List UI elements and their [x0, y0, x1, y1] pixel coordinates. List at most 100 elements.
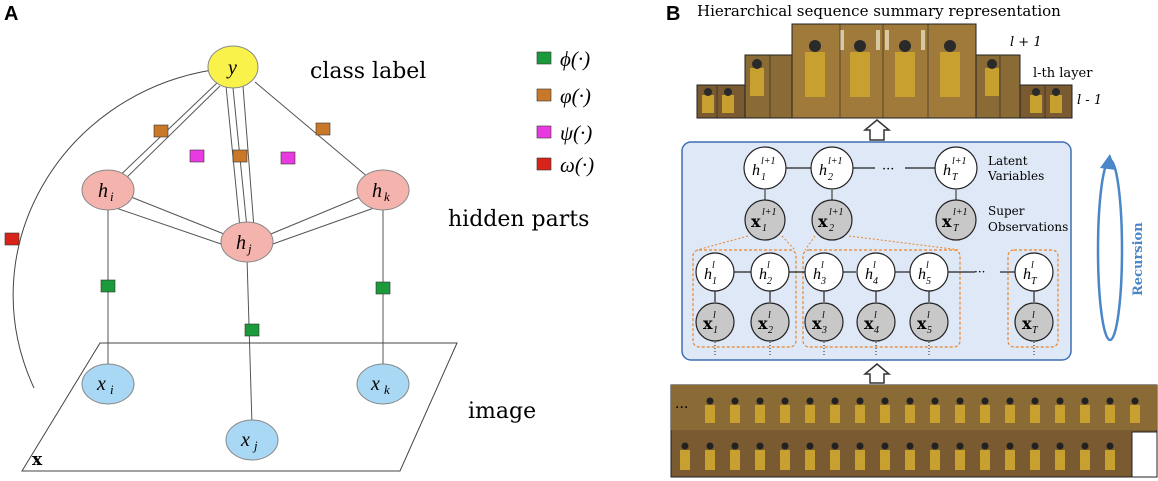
svg-text:x: x	[758, 314, 768, 333]
svg-text:T: T	[952, 172, 959, 183]
factor-varphi-right	[315, 122, 331, 136]
omega-arc	[12, 69, 213, 389]
factor-varphi-center	[232, 149, 248, 163]
svg-text:h: h	[813, 266, 821, 283]
svg-text:k: k	[384, 189, 390, 204]
legend-omega-label: ω(·)	[560, 153, 594, 177]
class-label-text: class label	[310, 59, 426, 84]
node-hi: h i	[81, 169, 135, 211]
svg-text:l: l	[927, 310, 930, 321]
svg-text:x: x	[751, 212, 761, 231]
svg-text:h: h	[865, 266, 873, 283]
svg-text:x: x	[96, 373, 106, 395]
svg-text:1: 1	[712, 276, 717, 287]
top-layer: ··· h 1 l+1 h 2 l+1 h T l+1 x 1 l+1 x 2 …	[743, 146, 978, 241]
svg-text:x: x	[240, 429, 250, 451]
legend-omega-swatch	[536, 157, 552, 171]
svg-text:1: 1	[762, 223, 767, 234]
svg-text:l+1: l+1	[952, 156, 967, 167]
panel-b-title: Hierarchical sequence summary representa…	[697, 2, 1061, 20]
svg-text:1: 1	[713, 325, 718, 336]
svg-text:T: T	[953, 223, 960, 234]
factor-psi-right	[280, 151, 296, 165]
panel-a-letter: A	[4, 3, 18, 25]
svg-text:l: l	[767, 260, 770, 271]
svg-text:x: x	[917, 314, 927, 333]
recursion-arrow: Recursion	[1096, 154, 1146, 342]
node-hj: h j	[220, 221, 274, 263]
svg-text:h: h	[704, 266, 712, 283]
svg-text:x: x	[1022, 314, 1032, 333]
recursion-label: Recursion	[1131, 222, 1146, 296]
svg-text:h: h	[918, 266, 926, 283]
up-arrow-top	[862, 119, 892, 141]
svg-text:i: i	[110, 382, 114, 397]
svg-text:l+1: l+1	[828, 156, 843, 167]
super-label-1: Super	[988, 204, 1025, 218]
factor-varphi-left	[153, 124, 169, 138]
svg-text:3: 3	[820, 276, 826, 287]
node-y: y	[207, 45, 259, 89]
legend-psi-swatch	[536, 125, 552, 139]
top-h1	[743, 146, 787, 190]
factor-omega	[4, 232, 20, 246]
svg-text:i: i	[110, 189, 114, 204]
svg-text:j: j	[246, 241, 252, 256]
svg-text:2: 2	[767, 276, 772, 287]
svg-text:4: 4	[873, 276, 878, 287]
layer-down-label: l - 1	[1077, 93, 1102, 108]
top-x1	[744, 199, 786, 241]
summary-pyramid	[696, 23, 1073, 119]
svg-text:l: l	[1032, 310, 1035, 321]
input-frames: ···	[670, 384, 1158, 478]
svg-text:h: h	[1023, 266, 1031, 283]
svg-text:j: j	[252, 438, 258, 453]
svg-text:2: 2	[829, 223, 834, 234]
svg-text:x: x	[942, 212, 952, 231]
factor-phi-left	[100, 279, 116, 293]
legend-varphi-label: φ(·)	[560, 84, 591, 108]
legend-psi-label: ψ(·)	[560, 121, 592, 145]
legend-phi-swatch	[536, 51, 552, 65]
up-arrow-bottom	[862, 363, 892, 384]
factor-squares	[4, 122, 391, 337]
factor-phi-center	[244, 323, 260, 337]
image-text: image	[468, 399, 536, 424]
svg-text:l+1: l+1	[762, 207, 777, 218]
svg-text:l: l	[768, 310, 771, 321]
super-label-2: Observations	[988, 220, 1068, 234]
svg-text:···: ···	[675, 400, 688, 416]
layer-up-label: l + 1	[1010, 35, 1042, 50]
svg-text:h: h	[759, 266, 767, 283]
svg-text:h: h	[943, 162, 951, 179]
top-xT	[935, 199, 977, 241]
latent-label-2: Variables	[987, 169, 1044, 183]
svg-text:h: h	[236, 232, 246, 254]
node-xk: x k	[356, 363, 410, 405]
svg-text:1: 1	[761, 172, 766, 183]
legend-varphi-swatch	[536, 88, 552, 102]
svg-text:2: 2	[768, 325, 773, 336]
svg-text:l: l	[874, 310, 877, 321]
svg-text:3: 3	[821, 325, 827, 336]
svg-text:2: 2	[828, 172, 833, 183]
node-xj: x j	[225, 419, 279, 461]
legend-phi-label: ϕ(·)	[560, 47, 590, 71]
svg-text:l+1: l+1	[953, 207, 968, 218]
panel-b-letter: B	[666, 3, 680, 25]
top-x2	[811, 199, 853, 241]
legend: ϕ(·) φ(·) ψ(·) ω(·)	[536, 47, 594, 177]
svg-text:l+1: l+1	[829, 207, 844, 218]
svg-text:5: 5	[927, 325, 932, 336]
svg-text:h: h	[752, 162, 760, 179]
svg-text:···: ···	[974, 265, 985, 279]
svg-text:T: T	[1031, 276, 1038, 287]
svg-text:l: l	[821, 260, 824, 271]
svg-text:x: x	[370, 373, 380, 395]
top-h2	[810, 146, 854, 190]
node-hk: h k	[356, 169, 410, 211]
node-xi: x i	[81, 363, 135, 405]
layer-mid-label: l-th layer	[1033, 66, 1093, 81]
group-boxes	[692, 249, 1059, 348]
